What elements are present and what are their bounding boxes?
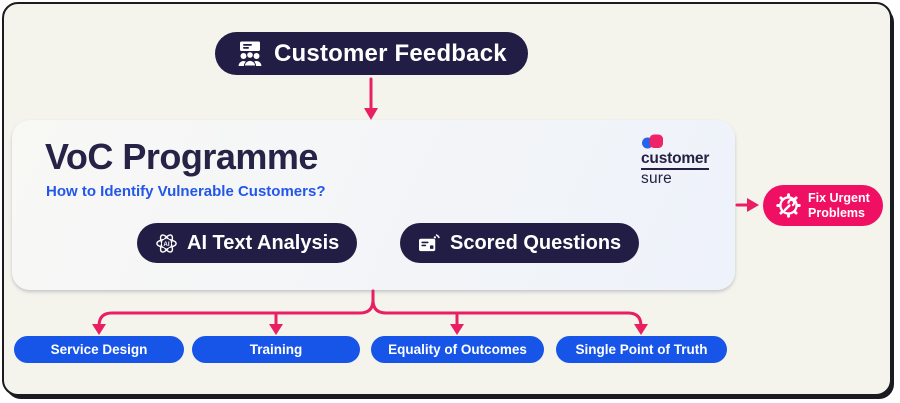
outcome-single-point-of-truth: Single Point of Truth — [556, 336, 727, 363]
action-label: Fix Urgent Problems — [808, 191, 870, 221]
voc-programme-card: VoC Programme How to Identify Vulnerable… — [12, 120, 735, 290]
scorecard-icon — [419, 233, 440, 251]
outcome-training: Training — [192, 336, 360, 363]
ai-text-analysis-node: AI AI Text Analysis — [137, 223, 358, 263]
action-label-line2: Problems — [808, 205, 865, 220]
customer-feedback-node: Customer Feedback — [215, 32, 528, 75]
card-title: VoC Programme — [45, 136, 318, 177]
outcome-label: Service Design — [50, 342, 148, 357]
people-presentation-icon — [238, 41, 262, 66]
customersure-logo: customer sure — [641, 134, 709, 186]
gear-wrench-icon — [776, 193, 801, 218]
logo-word-customer: customer — [641, 151, 709, 170]
method-label: AI Text Analysis — [187, 231, 340, 254]
atom-ai-icon: AI — [156, 233, 177, 253]
card-subtitle: How to Identify Vulnerable Customers? — [46, 183, 326, 200]
customer-feedback-label: Customer Feedback — [274, 39, 507, 67]
method-label: Scored Questions — [450, 231, 622, 254]
outcome-label: Training — [249, 342, 303, 357]
scored-questions-node: Scored Questions — [400, 223, 640, 263]
outcome-equality-of-outcomes: Equality of Outcomes — [371, 336, 544, 363]
fix-urgent-problems-node: Fix Urgent Problems — [763, 185, 883, 226]
outcome-label: Equality of Outcomes — [388, 342, 527, 357]
logo-word-sure: sure — [641, 169, 672, 187]
customersure-logo-icon — [642, 134, 663, 149]
svg-text:AI: AI — [163, 240, 169, 247]
action-label-line1: Fix Urgent — [808, 190, 870, 205]
outcome-service-design: Service Design — [14, 336, 184, 363]
outcome-label: Single Point of Truth — [575, 342, 708, 357]
